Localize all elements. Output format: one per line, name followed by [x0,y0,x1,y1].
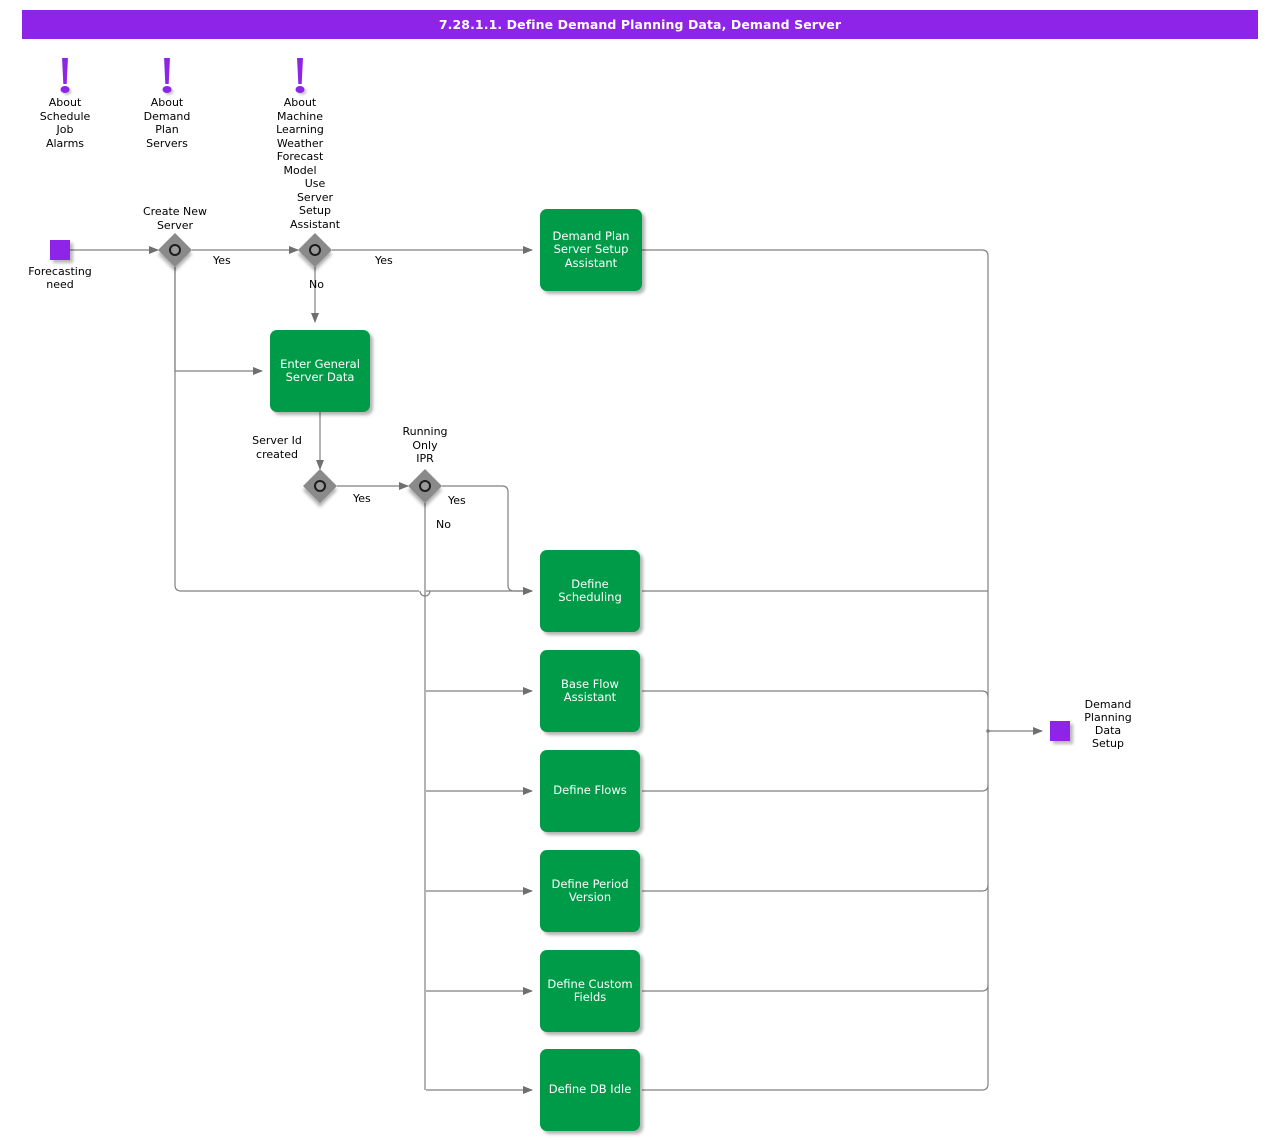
process-label: Base Flow Assistant [561,676,619,704]
decision-marker-icon [169,244,181,256]
decision-create-new-server-label: Create New Server [142,205,208,232]
process-base-flow-assistant[interactable]: Base Flow Assistant [540,650,640,732]
edge-label-server-id-yes: Yes [353,492,371,505]
edge-label-create-new-server-yes: Yes [213,254,231,267]
note-label: About Machine Learning Weather Forecast … [276,96,324,177]
note-label: About Schedule Job Alarms [39,96,91,150]
process-label: Define Scheduling [558,576,622,604]
decision-marker-icon [419,480,431,492]
decision-marker-icon [314,480,326,492]
process-label: Define Flows [553,783,627,798]
decision-running-only-ipr[interactable] [408,469,442,503]
terminator-end[interactable] [1050,721,1070,741]
terminator-end-label: Demand Planning Data Setup [1084,698,1132,750]
edge-label-use-assistant-no: No [309,278,324,291]
process-demand-plan-server-setup-assistant[interactable]: Demand Plan Server Setup Assistant [540,209,642,291]
process-define-db-idle[interactable]: Define DB Idle [540,1049,640,1131]
edge-label-use-assistant-yes: Yes [375,254,393,267]
page-title: 7.28.1.1. Define Demand Planning Data, D… [438,17,842,32]
diagram-title-bar: 7.28.1.1. Define Demand Planning Data, D… [22,10,1258,39]
edge-label-running-ipr-no: No [436,518,451,531]
exclamation-icon [295,58,305,93]
process-enter-general-server-data[interactable]: Enter General Server Data [270,330,370,412]
process-label: Define Custom Fields [547,976,633,1004]
decision-use-server-setup-assistant-label: Use Server Setup Assistant [289,177,341,231]
process-label: Demand Plan Server Setup Assistant [552,228,630,270]
terminator-start[interactable] [50,240,70,260]
exclamation-icon [60,58,70,93]
decision-server-id-created[interactable] [303,469,337,503]
decision-use-server-setup-assistant[interactable] [298,233,332,267]
decision-server-id-created-label: Server Id created [252,434,302,461]
decision-create-new-server[interactable] [158,233,192,267]
note-label: About Demand Plan Servers [143,96,191,150]
terminator-start-label: Forecasting need [28,265,92,291]
process-define-flows[interactable]: Define Flows [540,750,640,832]
process-define-scheduling[interactable]: Define Scheduling [540,550,640,632]
process-define-period-version[interactable]: Define Period Version [540,850,640,932]
process-define-custom-fields[interactable]: Define Custom Fields [540,950,640,1032]
edge-label-running-ipr-yes: Yes [448,494,466,507]
exclamation-icon [162,58,172,93]
decision-running-only-ipr-label: Running Only IPR [402,425,448,465]
process-label: Define Period Version [551,876,629,904]
process-label: Define DB Idle [548,1082,632,1097]
process-label: Enter General Server Data [280,356,360,384]
decision-marker-icon [309,244,321,256]
